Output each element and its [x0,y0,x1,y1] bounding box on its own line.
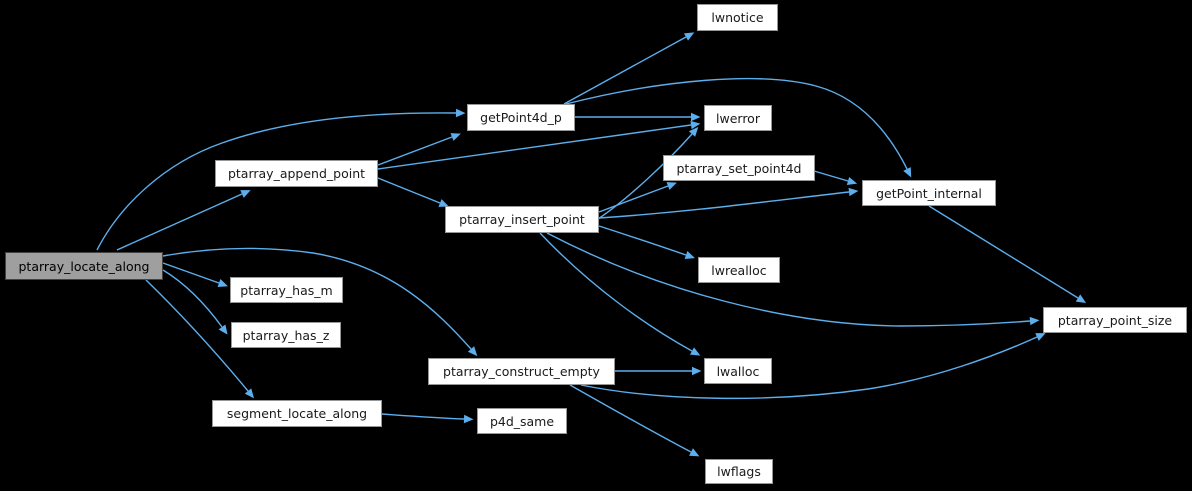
edge-ptarray_locate_along-to-ptarray_has_z [162,269,228,335]
node-lwflags[interactable]: lwflags [705,459,773,484]
edge-ptarray_locate_along-to-ptarray_has_m [162,262,228,287]
node-lwalloc[interactable]: lwalloc [704,358,772,384]
edge-ptarray_insert_point-to-lwrealloc [598,225,695,259]
edge-ptarray_insert_point-to-lwalloc [539,232,701,356]
node-getPoint4d_p[interactable]: getPoint4d_p [467,104,575,131]
node-ptarray_construct_empty[interactable]: ptarray_construct_empty [428,358,615,385]
node-segment_locate_along[interactable]: segment_locate_along [212,400,382,427]
edge-ptarray_append_point-to-lwerror [377,120,701,170]
edge-ptarray_set_point4d-to-getPoint_internal [813,170,858,186]
node-p4d_same[interactable]: p4d_same [477,408,567,434]
node-ptarray_locate_along: ptarray_locate_along [5,252,163,280]
node-lwrealloc[interactable]: lwrealloc [698,257,780,283]
node-lwnotice[interactable]: lwnotice [697,4,778,31]
edge-ptarray_construct_empty-to-lwflags [569,384,700,457]
edge-getPoint4d_p-to-lwnotice [563,32,695,105]
node-ptarray_append_point[interactable]: ptarray_append_point [215,160,378,187]
edge-ptarray_insert_point-to-getPoint_internal [598,187,859,219]
node-getPoint_internal[interactable]: getPoint_internal [862,180,996,206]
node-lwerror[interactable]: lwerror [704,105,772,131]
node-ptarray_point_size[interactable]: ptarray_point_size [1043,307,1187,333]
edge-ptarray_construct_empty-to-ptarray_point_size [580,333,1046,400]
node-ptarray_has_z[interactable]: ptarray_has_z [231,322,341,348]
edge-ptarray_append_point-to-getPoint4d_p [377,133,461,166]
edge-ptarray_locate_along-to-ptarray_append_point [116,190,251,251]
edge-ptarray_insert_point-to-ptarray_point_size [546,232,1040,327]
node-ptarray_insert_point[interactable]: ptarray_insert_point [445,206,599,233]
edge-getPoint_internal-to-ptarray_point_size [928,205,1087,303]
edge-ptarray_append_point-to-ptarray_insert_point [377,177,449,207]
edge-segment_locate_along-to-p4d_same [381,413,474,424]
edge-ptarray_insert_point-to-ptarray_set_point4d [598,182,677,213]
node-ptarray_has_m[interactable]: ptarray_has_m [230,277,343,303]
node-ptarray_set_point4d[interactable]: ptarray_set_point4d [663,155,815,181]
